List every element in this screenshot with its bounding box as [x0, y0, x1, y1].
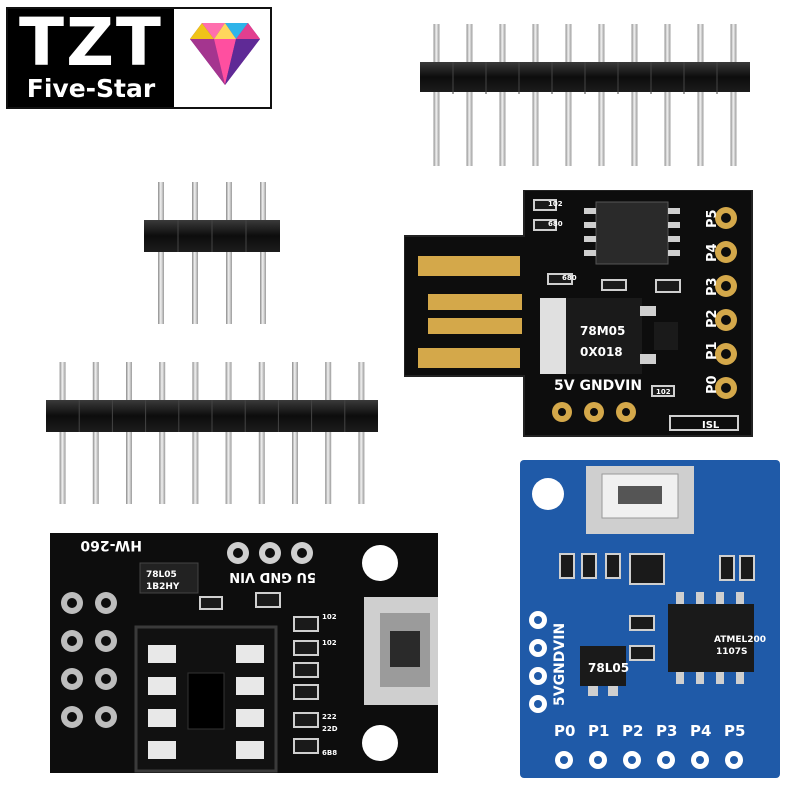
blue-pin-label-p4: P4	[690, 722, 711, 740]
blue-pin-label-p2: P2	[622, 722, 643, 740]
usb-resistor-code-4: 102	[656, 388, 671, 396]
brand-logo: TZT Five-Star	[6, 7, 272, 109]
usb-pin-label-p1: P1	[705, 341, 720, 360]
blue-pin-label-p3: P3	[656, 722, 677, 740]
hw260-resistor-code-5: 6B8	[322, 749, 337, 757]
blue-pin-label-p1: P1	[588, 722, 609, 740]
usb-pin-label-p3: P3	[705, 277, 720, 296]
usb-regulator-text-1: 78M05	[580, 324, 625, 338]
usb-power-label: 5V GNDVIN	[554, 378, 642, 394]
pin-header-10-top	[420, 24, 750, 170]
usb-board: 5V GNDVIN ISL 78M05 0X018 P5 P4 P3 P2 P1…	[403, 189, 756, 445]
hw260-power-label: 5U GND VIN	[229, 569, 316, 584]
hw260-model-label: HW-260	[80, 537, 142, 553]
hw260-resistor-code-3: 222	[322, 713, 337, 721]
usb-regulator-text-2: 0X018	[580, 345, 623, 359]
blue-power-label: 5VGNDVIN	[552, 623, 568, 706]
usb-jumper-label: ISL	[702, 420, 720, 431]
hw260-regulator-text-1: 78L05	[146, 570, 177, 580]
logo-background	[8, 9, 174, 107]
hw260-regulator-text-2: 1B2HY	[146, 582, 180, 592]
usb-pin-label-p5: P5	[705, 209, 720, 228]
hw260-resistor-code-2: 102	[322, 639, 337, 647]
usb-resistor-code-3: 680	[562, 274, 577, 282]
logo-brand-text: TZT	[19, 4, 163, 81]
usb-pin-label-p4: P4	[705, 243, 720, 262]
pin-header-4	[144, 182, 280, 328]
blue-pin-label-p5: P5	[724, 722, 745, 740]
diamond-icon	[190, 23, 260, 85]
blue-chip-text-2: 1107S	[716, 647, 748, 657]
blue-pin-label-p0: P0	[554, 722, 575, 740]
blue-board: ATMEL200 1107S 78L05 5VGNDVIN P0 P1 P2 P…	[520, 460, 780, 783]
blue-chip-text-1: ATMEL200	[714, 635, 766, 645]
logo-tagline: Five-Star	[26, 74, 156, 103]
usb-pin-label-p0: P0	[705, 375, 720, 394]
hw260-board: HW-260 5U GND VIN 78L05 1B2HY 102 102 22…	[50, 533, 438, 778]
usb-pin-label-p2: P2	[705, 309, 720, 328]
usb-resistor-code-1: 102	[548, 200, 563, 208]
usb-resistor-code-2: 680	[548, 220, 563, 228]
hw260-resistor-code-1: 102	[322, 613, 337, 621]
hw260-resistor-code-4: 22D	[322, 725, 338, 733]
blue-regulator-text: 78L05	[588, 661, 629, 675]
pin-header-10-left	[46, 362, 378, 508]
